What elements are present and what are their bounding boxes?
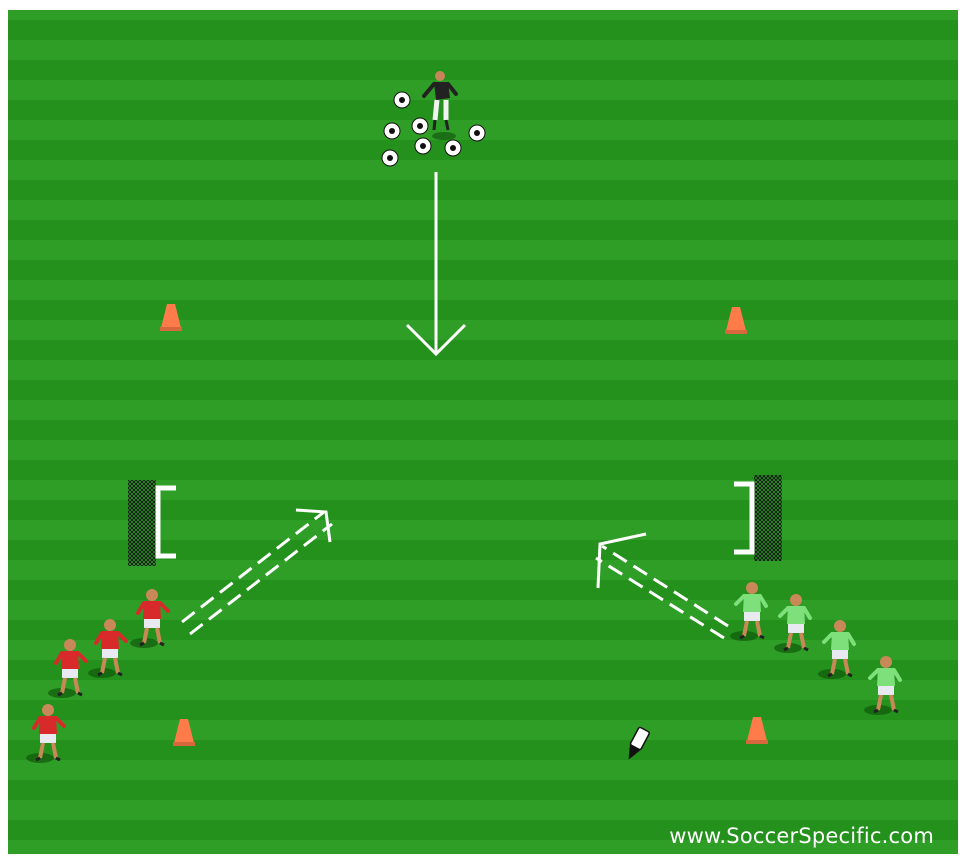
ball-icon: [469, 125, 485, 141]
ball-icon: [412, 118, 428, 134]
ball-icon: [415, 138, 431, 154]
ball-icon: [394, 92, 410, 108]
watermark: www.SoccerSpecific.com: [669, 824, 934, 848]
ball-icon: [445, 140, 461, 156]
ball-icon: [382, 150, 398, 166]
ball-icon: [384, 123, 400, 139]
